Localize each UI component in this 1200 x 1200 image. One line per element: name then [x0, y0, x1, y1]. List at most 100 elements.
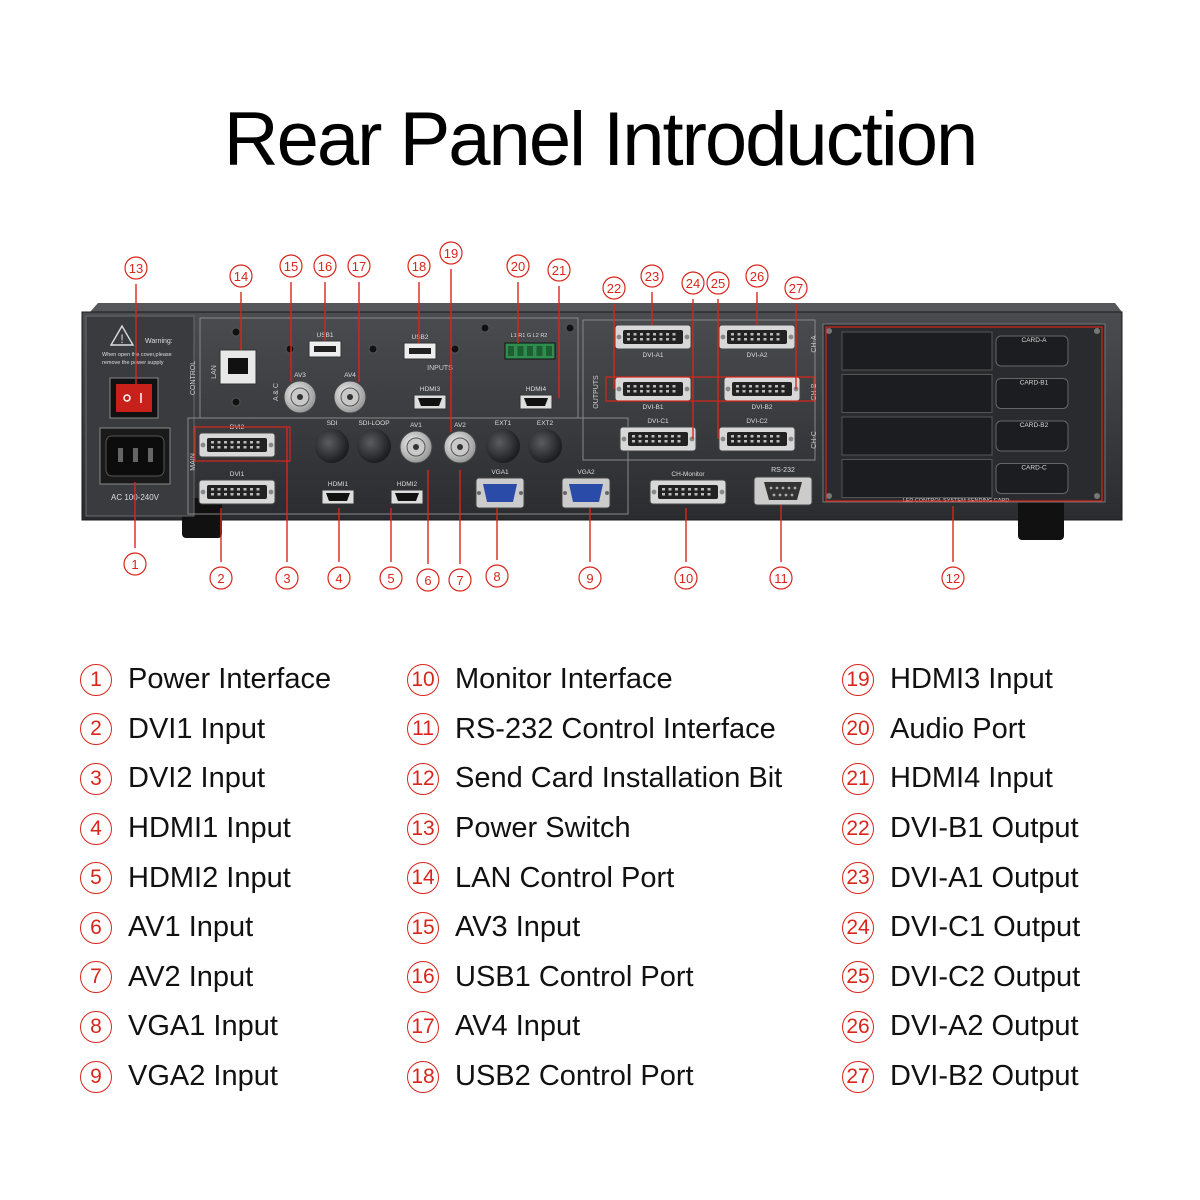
- dvi-a1-port[interactable]: [614, 324, 692, 350]
- legend-number-badge: 26: [842, 1010, 874, 1043]
- port-label: RS-232: [771, 467, 795, 474]
- ext2-blank: [528, 429, 562, 463]
- power-switch[interactable]: [109, 377, 159, 419]
- legend-number-badge: 1: [80, 663, 112, 696]
- legend-label: DVI-A2 Output: [890, 1010, 1079, 1043]
- port-label: CH-Monitor: [671, 471, 705, 478]
- callout-badge: 20: [506, 254, 530, 278]
- callout-number: 27: [789, 281, 803, 296]
- ext1-blank: [486, 429, 520, 463]
- callout-badge: 23: [640, 264, 664, 288]
- card-a-slot[interactable]: [841, 331, 1069, 371]
- legend-label: VGA1 Input: [128, 1010, 278, 1043]
- dvi-b1-port[interactable]: [614, 376, 692, 402]
- dvi-a2-port[interactable]: [718, 324, 796, 350]
- rear-panel-diagram: ! Warning: When open the cover,please re…: [81, 241, 1123, 592]
- card-b1-slot[interactable]: [841, 374, 1069, 413]
- callout-number: 6: [424, 573, 431, 588]
- legend-item: 24 DVI-C1 Output: [842, 903, 1080, 953]
- dvi1-port[interactable]: [198, 479, 276, 505]
- legend-number-badge: 22: [842, 812, 874, 845]
- dvi-c1-port[interactable]: [619, 426, 697, 452]
- legend-label: USB1 Control Port: [455, 960, 694, 993]
- hdmi4-port[interactable]: [519, 394, 553, 410]
- callout-number: 10: [679, 571, 693, 586]
- usb1-port[interactable]: [308, 340, 342, 358]
- legend-number-badge: 21: [842, 762, 874, 795]
- callout-badge: 21: [547, 258, 571, 282]
- vga2-port[interactable]: [561, 477, 611, 509]
- card-c-slot[interactable]: [841, 459, 1069, 498]
- port-label: DVI-B1: [643, 404, 664, 411]
- callout-badge: 2: [209, 566, 233, 590]
- audio-port[interactable]: [504, 342, 556, 360]
- legend-number-badge: 9: [80, 1060, 112, 1093]
- monitor-port[interactable]: [649, 479, 727, 505]
- av4-port[interactable]: [333, 380, 367, 414]
- legend-label: USB2 Control Port: [455, 1060, 694, 1093]
- card-b2-slot[interactable]: [841, 416, 1069, 456]
- dvi2-port[interactable]: [198, 432, 276, 458]
- av3-port[interactable]: [283, 380, 317, 414]
- rs232-port[interactable]: [753, 476, 813, 506]
- svg-text:!: !: [120, 332, 123, 346]
- sdi-loop-blank: [357, 429, 391, 463]
- callout-badge: 24: [681, 271, 705, 295]
- callout-number: 4: [335, 571, 342, 586]
- dvi-b2-port[interactable]: [723, 376, 801, 402]
- callout-badge: 25: [706, 271, 730, 295]
- hdmi3-port[interactable]: [413, 394, 447, 410]
- callout-badge: 19: [439, 241, 463, 265]
- legend-number-badge: 24: [842, 911, 874, 944]
- av1-port[interactable]: [399, 430, 433, 464]
- dvi-c2-port[interactable]: [718, 426, 796, 452]
- port-label: VGA2: [577, 469, 595, 476]
- legend-number-badge: 11: [407, 713, 439, 746]
- callout-number: 25: [711, 276, 725, 291]
- callout-number: 26: [750, 269, 764, 284]
- legend-label: DVI-C1 Output: [890, 911, 1081, 944]
- port-label: EXT1: [495, 420, 512, 427]
- hdmi1-port[interactable]: [321, 489, 355, 505]
- port-label: DVI1: [230, 471, 245, 478]
- callout-number: 12: [946, 571, 960, 586]
- callout-number: 8: [493, 569, 500, 584]
- callout-number: 24: [686, 276, 700, 291]
- callout-badge: 10: [674, 566, 698, 590]
- legend-number-badge: 8: [80, 1010, 112, 1043]
- port-label: SDI-LOOP: [358, 420, 389, 427]
- usb2-port[interactable]: [403, 342, 437, 360]
- port-label: L1 R1 G L2 R2: [511, 333, 548, 339]
- callout-badge: 22: [602, 276, 626, 300]
- callout-badge: 4: [327, 566, 351, 590]
- port-label: HDMI2: [397, 481, 418, 488]
- hdmi2-port[interactable]: [390, 489, 424, 505]
- callout-badge: 7: [448, 568, 472, 592]
- legend-number-badge: 18: [407, 1060, 439, 1093]
- legend-label: HDMI4 Input: [890, 762, 1053, 795]
- port-label: CARD-B1: [1020, 380, 1049, 387]
- vga1-port[interactable]: [475, 477, 525, 509]
- section-inputs-label: INPUTS: [427, 365, 453, 372]
- port-label: DVI-B2: [752, 404, 773, 411]
- legend-number-badge: 2: [80, 713, 112, 746]
- callout-number: 19: [444, 246, 458, 261]
- legend-number-badge: 5: [80, 862, 112, 895]
- legend-label: Power Switch: [455, 812, 631, 845]
- port-label: EXT2: [537, 420, 554, 427]
- lan-port[interactable]: [219, 349, 257, 385]
- legend-label: Power Interface: [128, 663, 332, 696]
- legend-number-badge: 6: [80, 911, 112, 944]
- callout-number: 20: [511, 259, 525, 274]
- av2-port[interactable]: [443, 430, 477, 464]
